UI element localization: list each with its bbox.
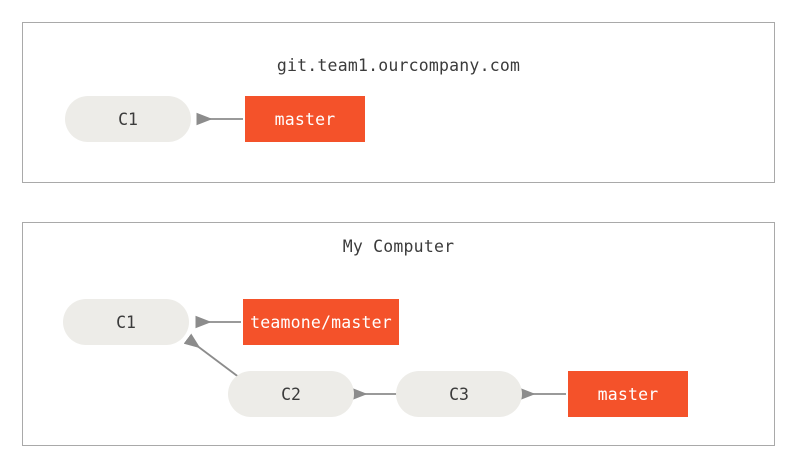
- commit-node-c1-remote[interactable]: C1: [65, 96, 191, 142]
- commit-node-c3[interactable]: C3: [396, 371, 522, 417]
- commit-node-c1-local[interactable]: C1: [63, 299, 189, 345]
- panel-remote-title: git.team1.ourcompany.com: [276, 56, 521, 75]
- branch-label-master-remote[interactable]: master: [245, 96, 365, 142]
- panel-local-title: My Computer: [342, 237, 455, 256]
- branch-label-master-local[interactable]: master: [568, 371, 688, 417]
- commit-node-c2[interactable]: C2: [228, 371, 354, 417]
- branch-label-teamone-master[interactable]: teamone/master: [243, 299, 399, 345]
